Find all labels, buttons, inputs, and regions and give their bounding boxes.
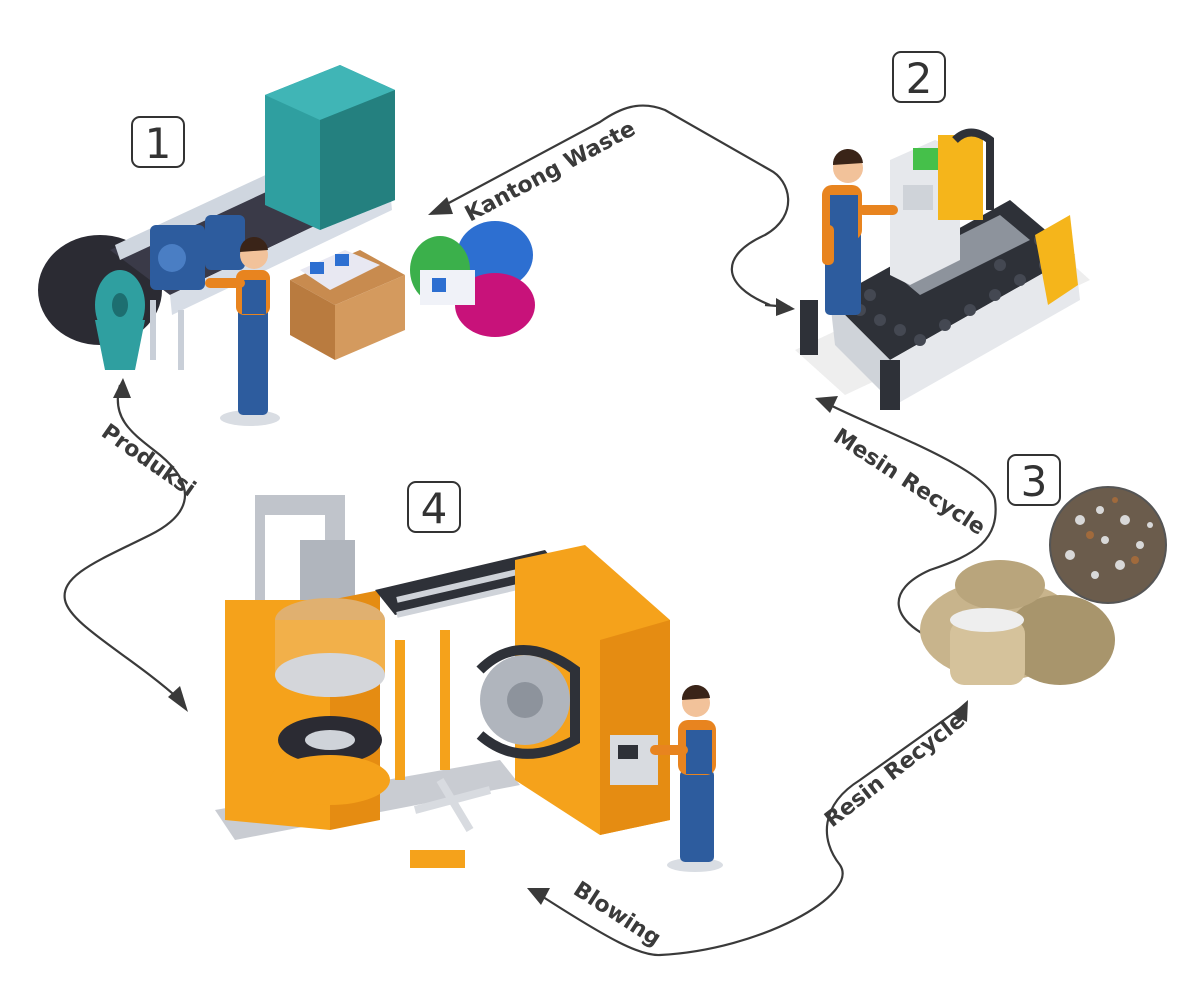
machine-1-production-line	[38, 65, 535, 370]
flow-arrow-3-1-top	[764, 298, 795, 316]
worker-2	[822, 148, 898, 315]
machine-4-blowing-machine	[215, 495, 670, 868]
flow-arrow-4-1	[63, 378, 188, 712]
worker-1	[205, 236, 280, 426]
flow-arrow-3-4	[527, 700, 968, 957]
resin-pellets-magnified	[1049, 486, 1167, 604]
flow-arrow-1-2	[428, 104, 790, 307]
step-number-1: 1	[145, 119, 172, 168]
step-badge-2: 2	[892, 51, 946, 103]
step-badge-3: 3	[1007, 454, 1061, 506]
resin-sacks	[920, 560, 1115, 685]
step-number-2: 2	[906, 54, 933, 103]
machine-2-recycle-machine	[795, 128, 1090, 410]
flow-label-resin-recycle: Resin Recycle	[820, 708, 970, 833]
step-number-4: 4	[421, 484, 448, 533]
step-number-3: 3	[1021, 457, 1048, 506]
step-badge-1: 1	[131, 116, 185, 168]
flow-label-produksi: Produksi	[97, 419, 200, 502]
step-badge-4: 4	[407, 481, 461, 533]
flow-arrow-2-3	[815, 396, 997, 642]
worker-4	[650, 684, 723, 872]
flow-label-kantong-waste: Kantong Waste	[461, 116, 640, 227]
